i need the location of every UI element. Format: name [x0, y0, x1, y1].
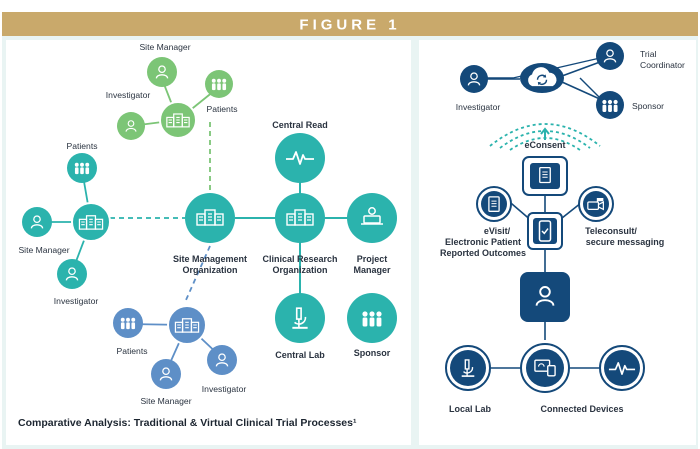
virtual-sponsor-label: Sponsor [632, 101, 664, 111]
left-site-manager-label: Site Manager [18, 245, 69, 255]
patient-node [520, 272, 570, 322]
teleconsult-label-line2: secure messaging [586, 237, 665, 247]
cro-label-line2: Organization [272, 265, 327, 275]
monitor-node [599, 345, 645, 391]
figure-caption: Comparative Analysis: Traditional & Virt… [18, 417, 357, 429]
smo-node [185, 193, 235, 243]
bottom-investigator-label: Investigator [202, 384, 247, 394]
patients-icon [211, 78, 227, 91]
smo-label-line2: Organization [182, 265, 237, 275]
evisit-label-line2: Electronic Patient [445, 237, 521, 247]
virtual-sponsor-node [596, 91, 624, 119]
sponsor-label: Sponsor [354, 348, 391, 358]
project-manager-node [347, 193, 397, 243]
project-manager-label-line1: Project [357, 254, 388, 264]
bottom-site-cluster [113, 305, 237, 389]
figure-title: FIGURE 1 [299, 17, 400, 34]
central-read-node [275, 133, 325, 183]
left-investigator-label: Investigator [54, 296, 99, 306]
smo-label-line1: Site Management [173, 254, 247, 264]
local-lab-node [445, 345, 491, 391]
mobile-app-node [527, 212, 563, 250]
left-site-cluster [22, 153, 111, 289]
econsent-label: eConsent [524, 140, 565, 150]
group-icon [362, 311, 382, 327]
teleconsult-node [578, 186, 614, 222]
top-investigator-label: Investigator [106, 90, 151, 100]
trial-coordinator-label-line1: Trial [640, 49, 656, 59]
sponsor-node [347, 293, 397, 343]
patients-icon [120, 317, 136, 330]
project-manager-label-line2: Manager [353, 265, 391, 275]
patients-icon [74, 162, 90, 175]
econsent-node [522, 156, 568, 196]
figure-banner [2, 12, 698, 36]
group-icon [602, 99, 618, 112]
top-site-cluster [117, 57, 233, 140]
cro-label-line1: Clinical Research [262, 254, 337, 264]
top-site-manager-label: Site Manager [139, 42, 190, 52]
evisit-node [476, 186, 512, 222]
bottom-site-manager-label: Site Manager [140, 396, 191, 406]
bottom-patients-label: Patients [116, 346, 147, 356]
teleconsult-label-line1: Teleconsult/ [585, 226, 637, 236]
left-patients-label: Patients [66, 141, 97, 151]
cloud-hub [520, 63, 564, 93]
connected-devices-node [520, 343, 570, 393]
central-lab-node [275, 293, 325, 343]
connected-devices-label: Connected Devices [540, 404, 623, 414]
evisit-label-line1: eVisit/ [484, 226, 511, 236]
virtual-investigator-node [460, 65, 488, 93]
local-lab-label: Local Lab [449, 404, 492, 414]
top-strip [0, 0, 700, 12]
trial-coordinator-label-line2: Coordinator [640, 60, 685, 70]
virtual-investigator-label: Investigator [456, 102, 501, 112]
cro-node [275, 193, 325, 243]
evisit-label-line3: Reported Outcomes [440, 248, 526, 258]
central-read-label: Central Read [272, 120, 328, 130]
top-patients-label: Patients [206, 104, 237, 114]
trial-coordinator-node [596, 42, 624, 70]
smo-bottomsite-dashed [185, 245, 211, 301]
central-lab-label: Central Lab [275, 350, 325, 360]
